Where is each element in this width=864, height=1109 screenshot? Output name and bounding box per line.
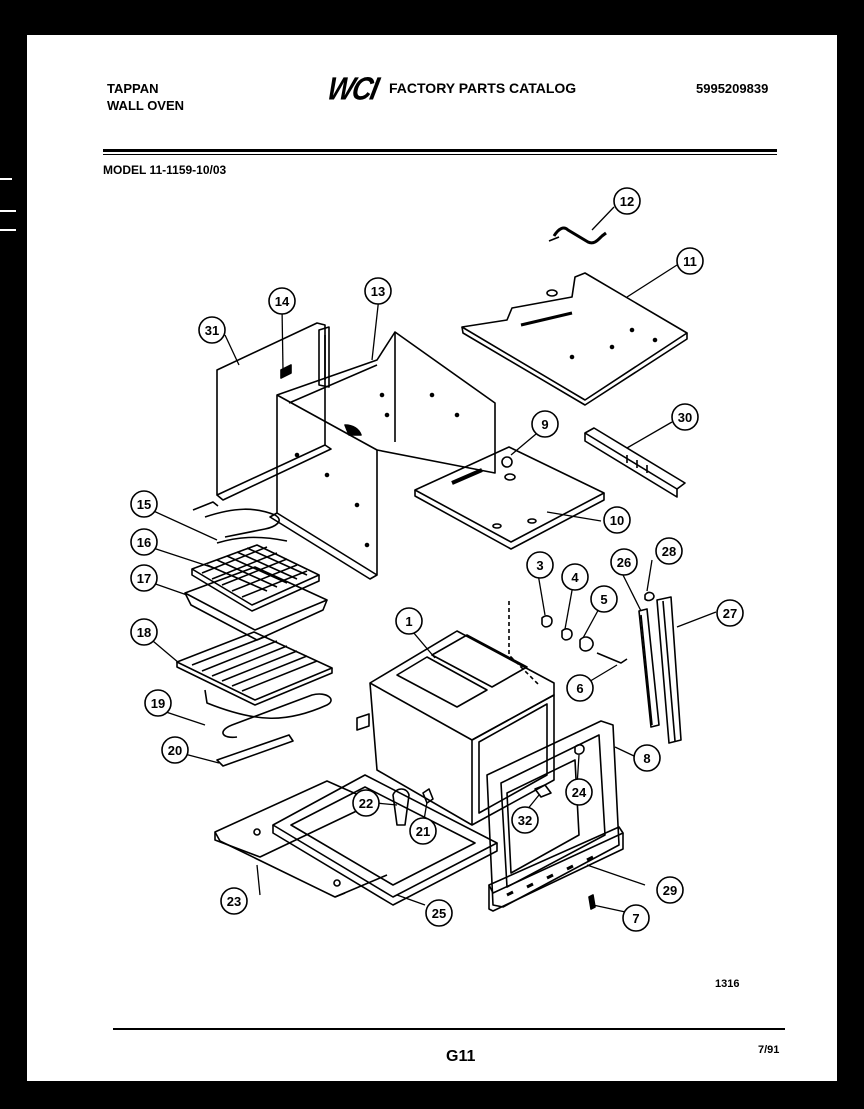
callout-5: 5 bbox=[600, 592, 607, 607]
exploded-parts-diagram: 12 11 14 13 31 9 30 10 15 16 17 3 4 5 26… bbox=[130, 187, 744, 932]
part-12-harness bbox=[548, 226, 607, 245]
callout-30: 30 bbox=[678, 410, 692, 425]
callout-14: 14 bbox=[275, 294, 290, 309]
callout-4: 4 bbox=[571, 570, 579, 585]
callout-31: 31 bbox=[205, 323, 219, 338]
callout-24: 24 bbox=[572, 785, 587, 800]
callout-13: 13 bbox=[371, 284, 385, 299]
part-7-clip bbox=[588, 894, 596, 910]
callout-20: 20 bbox=[168, 743, 182, 758]
header-rule-thin bbox=[103, 154, 777, 155]
parts-21-22-32-hinges bbox=[392, 784, 552, 826]
model-number: MODEL 11-1159-10/03 bbox=[103, 163, 227, 177]
part-14-bracket bbox=[280, 364, 292, 379]
catalog-number: 5995209839 bbox=[696, 81, 769, 96]
callout-15: 15 bbox=[137, 497, 151, 512]
part-8-door-frame bbox=[486, 720, 620, 908]
part-20-bracket bbox=[216, 734, 294, 767]
callout-9: 9 bbox=[541, 417, 548, 432]
callout-8: 8 bbox=[643, 751, 650, 766]
callout-7: 7 bbox=[632, 911, 639, 926]
part-18-oven-rack bbox=[176, 631, 333, 706]
part-1-oven-liner bbox=[356, 630, 555, 826]
callout-3: 3 bbox=[536, 558, 543, 573]
part-25-oven-bottom bbox=[272, 774, 498, 906]
callout-1: 1 bbox=[405, 614, 412, 629]
callout-11: 11 bbox=[683, 254, 697, 269]
brand-block: TAPPAN WALL OVEN bbox=[107, 80, 184, 114]
brand-name: TAPPAN bbox=[107, 81, 159, 96]
part-16-broiler-grid bbox=[191, 544, 320, 612]
callout-19: 19 bbox=[151, 696, 165, 711]
diagram-code: 1316 bbox=[715, 978, 740, 990]
callout-32: 32 bbox=[518, 813, 532, 828]
callout-10: 10 bbox=[610, 513, 624, 528]
callout-6: 6 bbox=[576, 681, 583, 696]
callout-12: 12 bbox=[620, 194, 634, 209]
callouts: 12 11 14 13 31 9 30 10 15 16 17 3 4 5 26… bbox=[130, 187, 744, 932]
part-13-oven-wrapper bbox=[269, 326, 496, 580]
callout-16: 16 bbox=[137, 535, 151, 550]
callout-26: 26 bbox=[617, 555, 631, 570]
callout-22: 22 bbox=[359, 796, 373, 811]
part-10-bottom-panel bbox=[414, 446, 605, 550]
callout-27: 27 bbox=[723, 606, 737, 621]
product-type: WALL OVEN bbox=[107, 98, 185, 113]
callout-21: 21 bbox=[416, 824, 430, 839]
revision-date: 7/91 bbox=[758, 1044, 780, 1056]
callout-28: 28 bbox=[662, 544, 676, 559]
header-rule bbox=[103, 149, 777, 152]
part-29-door-trim bbox=[488, 826, 624, 912]
callout-circle bbox=[613, 187, 641, 215]
callout-18: 18 bbox=[137, 625, 151, 640]
part-19-bake-element bbox=[204, 689, 332, 739]
part-11-top-panel bbox=[461, 272, 688, 406]
part-31-side-panel bbox=[216, 322, 332, 501]
part-30-rail bbox=[584, 427, 686, 498]
callout-23: 23 bbox=[227, 894, 241, 909]
page-code: G11 bbox=[446, 1048, 476, 1065]
parts-26-27-28-trims bbox=[638, 591, 682, 744]
part-15-broil-element bbox=[192, 501, 288, 544]
callout-25: 25 bbox=[432, 906, 446, 921]
footer-rule bbox=[113, 1028, 785, 1030]
parts-catalog-page: TAPPAN WALL OVEN WCI FACTORY PARTS CATAL… bbox=[27, 35, 837, 1081]
callout-17: 17 bbox=[137, 571, 151, 586]
parts-3-4-5-6-switches bbox=[508, 601, 628, 686]
callout-29: 29 bbox=[663, 883, 677, 898]
catalog-title: FACTORY PARTS CATALOG bbox=[389, 80, 577, 96]
